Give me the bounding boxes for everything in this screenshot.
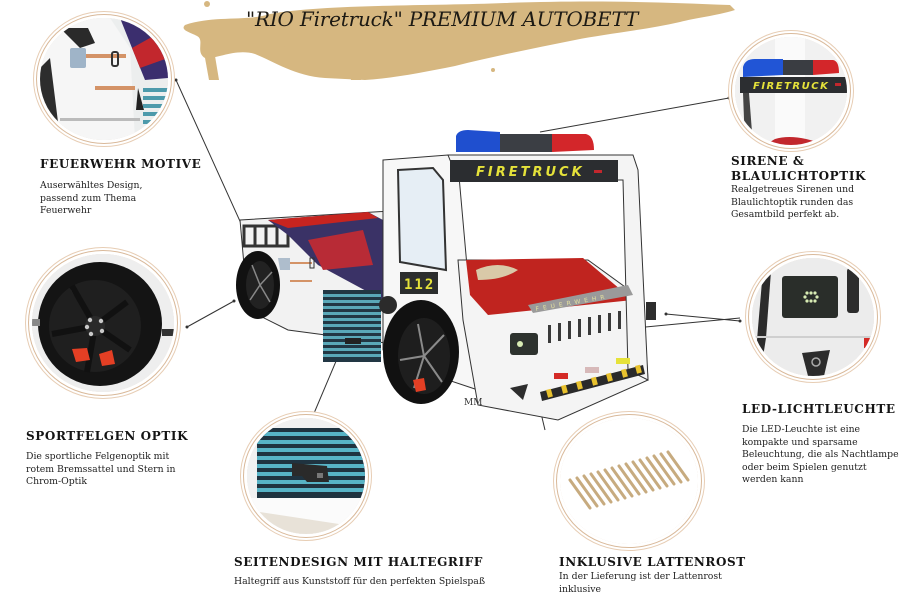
roof-sign-text: FIRETRUCK (476, 165, 585, 180)
feature-desc-lattenrost: In der Lieferung ist der Lattenrost inkl… (559, 571, 722, 595)
page-title: "RIO Firetruck" PREMIUM AUTOBETT (246, 7, 639, 31)
number-plate-text: 112 (404, 277, 435, 293)
feature-title-feuerwehr-motive: FEUERWEHR MOTIVE (40, 157, 202, 171)
detail-circle-sirene: FIRETRUCK (735, 37, 847, 145)
feature-desc-sirene: Realgetreues Sirenen und Blaulichtoptik … (731, 184, 855, 220)
feature-title-led: LED-LICHTLEUCHTE (742, 402, 896, 416)
paint-splash-banner (183, 1, 735, 80)
feature-title-sportfelgen: SPORTFELGEN OPTIK (26, 429, 189, 443)
detail-circle-sportfelgen (32, 254, 174, 392)
feature-desc-seitendesign: Haltegriff aus Kunststoff für den perfek… (234, 576, 486, 587)
firetruck-bed-image: 112 FIRETRUCK FEUERWEHR (236, 130, 656, 421)
feature-title-sirene: SIRENE & BLAULICHTOPTIK (731, 154, 867, 183)
firetruck-sign-text: FIRETRUCK (753, 81, 829, 92)
detail-circle-led (752, 258, 874, 376)
brand-logo: MM (464, 398, 482, 408)
detail-circle-lattenrost (560, 418, 698, 544)
feature-title-seitendesign: SEITENDESIGN MIT HALTEGRIFF (234, 555, 483, 569)
feature-desc-feuerwehr-motive: Auserwähltes Design, passend zum Thema F… (40, 180, 143, 216)
feature-desc-led: Die LED-Leuchte ist eine kompakte und sp… (742, 424, 899, 485)
feature-title-lattenrost: INKLUSIVE LATTENROST (559, 555, 746, 569)
feature-desc-sportfelgen: Die sportliche Felgenoptik mit rotem Bre… (26, 451, 176, 487)
detail-circle-feuerwehr-motive (40, 18, 168, 140)
